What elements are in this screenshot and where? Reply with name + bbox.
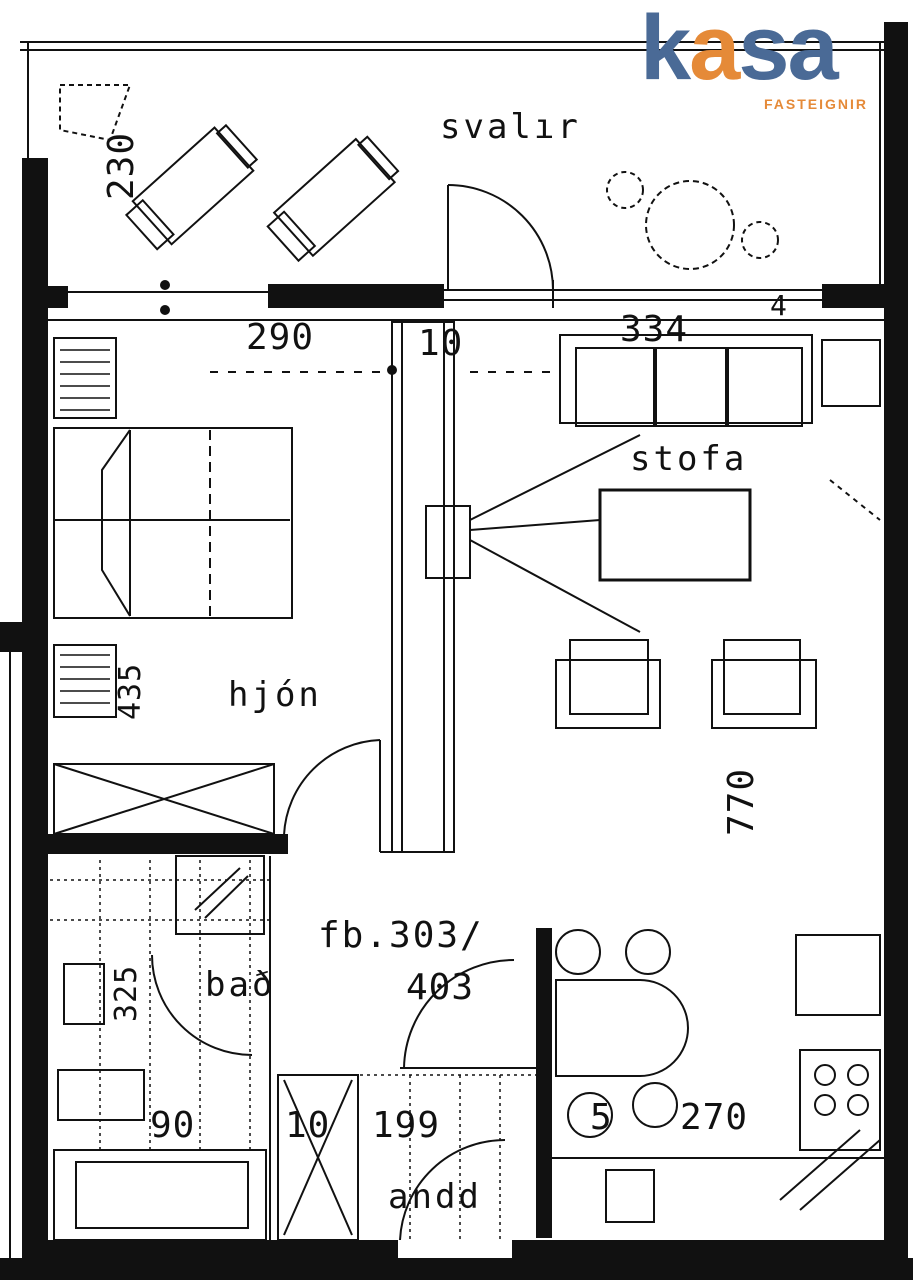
- bedroom-radiator: [53, 337, 117, 419]
- room-label-bathroom: bað: [205, 965, 276, 1005]
- room-label-living-room: stofa: [630, 439, 748, 479]
- entry-door-swing: [399, 1138, 506, 1241]
- tv-unit: [425, 505, 471, 579]
- coffee-table: [598, 488, 752, 582]
- dining-chair: [567, 1092, 613, 1138]
- armchair-left: [555, 639, 661, 729]
- dining-chair: [625, 929, 671, 975]
- walls: [0, 22, 913, 1280]
- balcony-chair-left: [124, 123, 259, 251]
- bathtub: [53, 1149, 267, 1241]
- logo-subtitle: FASTEIGNIR: [764, 96, 869, 112]
- dimension-325: 325: [109, 964, 144, 1022]
- room-label-hall: andd: [388, 1177, 482, 1217]
- dimension-4: 4: [770, 289, 788, 322]
- dimension-435: 435: [113, 662, 148, 720]
- dimension-10-top: 10: [418, 323, 464, 364]
- bedroom-bottom-wall: [48, 834, 288, 854]
- toilet: [63, 963, 105, 1025]
- bathroom-door-swing: [151, 954, 253, 1056]
- dining-chair: [555, 929, 601, 975]
- dimension-5: 5: [590, 1097, 613, 1138]
- balcony-table: [645, 180, 735, 270]
- bottom-wall-right: [512, 1240, 884, 1258]
- dimension-10-bottom: 10: [285, 1105, 331, 1146]
- kitchen-fridge: [605, 1169, 655, 1223]
- hall-closet: [277, 1074, 359, 1241]
- logo-letters-sa: sa: [738, 0, 838, 99]
- hall-tile-grid: [360, 1074, 536, 1240]
- dimension-230: 230: [101, 131, 142, 200]
- dimension-290-top: 290: [246, 317, 315, 358]
- dining-chair: [632, 1082, 678, 1128]
- wardrobe: [53, 763, 275, 835]
- dimension-fb-line1: fb.303/: [318, 915, 484, 956]
- balcony-chair-right: [266, 135, 400, 263]
- balcony-wall-segment: [268, 284, 444, 308]
- double-bed: [53, 427, 293, 619]
- dimension-90: 90: [150, 1105, 196, 1146]
- dimension-334: 334: [620, 309, 689, 350]
- bathroom-tile-grid: [50, 860, 270, 1150]
- bottom-wall-left: [48, 1240, 398, 1258]
- washbasin: [57, 1069, 145, 1121]
- kitchen-wall: [536, 928, 552, 1238]
- logo-letter-k: k: [640, 0, 691, 99]
- bedroom-nightstand: [53, 644, 117, 718]
- dimension-fb-line2: 403: [406, 967, 475, 1008]
- dimension-270: 270: [680, 1097, 749, 1138]
- logo-wordmark: kasa: [640, 2, 839, 94]
- sofa: [559, 334, 813, 427]
- dimension-199: 199: [372, 1105, 441, 1146]
- logo-letter-a: a: [689, 0, 740, 99]
- armchair-right: [711, 639, 817, 729]
- room-label-bedroom: hjón: [228, 675, 322, 715]
- dining-table: [555, 979, 689, 1077]
- room-label-balcony: svalır: [440, 107, 581, 147]
- side-table: [821, 339, 881, 407]
- bedroom-door-swing: [283, 739, 381, 836]
- balcony-door-swing: [447, 184, 554, 291]
- kitchen-counter-top: [795, 934, 881, 1016]
- bathroom-shower: [175, 855, 265, 935]
- kitchen-stove: [799, 1049, 881, 1151]
- kasa-logo: kasa FASTEIGNIR: [640, 2, 902, 115]
- left-outer-wall: [22, 158, 48, 1280]
- dimension-770: 770: [721, 767, 762, 836]
- right-outer-wall: [884, 22, 908, 1280]
- hall-door-swing: [403, 959, 515, 1069]
